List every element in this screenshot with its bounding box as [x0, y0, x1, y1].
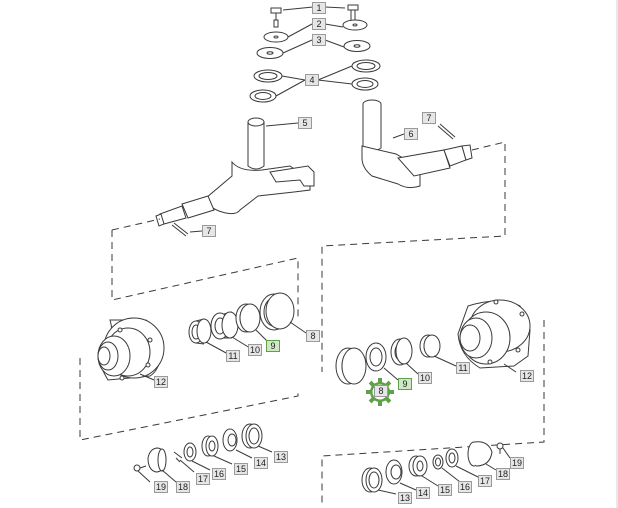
callout-11-left[interactable]: 11 — [226, 350, 240, 362]
bushing-4 — [249, 59, 381, 103]
callout-17-right[interactable]: 17 — [478, 475, 492, 487]
callout-16-right[interactable]: 16 — [458, 481, 472, 493]
callout-4[interactable]: 4 — [305, 74, 319, 86]
spindle-left-5 — [155, 117, 315, 227]
washer-right-15 — [408, 455, 428, 477]
bearing-left-14 — [222, 428, 238, 452]
hub-right-12 — [457, 299, 531, 369]
callout-19-right[interactable]: 19 — [510, 457, 524, 469]
callout-8-left[interactable]: 8 — [306, 330, 320, 342]
callout-9-left[interactable]: 9 — [266, 340, 280, 352]
cotter-right-17 — [445, 448, 459, 468]
castle-nut-left-16 — [183, 442, 197, 462]
callout-12-left[interactable]: 12 — [154, 376, 168, 388]
callout-5[interactable]: 5 — [298, 117, 312, 129]
callout-14-left[interactable]: 14 — [254, 457, 268, 469]
callout-3[interactable]: 3 — [312, 34, 326, 46]
cup-left-11 — [188, 318, 212, 345]
callout-18-left[interactable]: 18 — [176, 481, 190, 493]
bolt-right — [347, 4, 359, 22]
cup-right-11 — [419, 334, 441, 358]
callout-6[interactable]: 6 — [404, 128, 418, 140]
castle-nut-right-16 — [432, 454, 444, 470]
callout-7-right[interactable]: 7 — [422, 112, 436, 124]
dustcap-left-8 — [259, 292, 295, 331]
frame-edge — [616, 0, 618, 508]
callout-13-right[interactable]: 13 — [398, 492, 412, 504]
cotter-pin-17 — [173, 451, 195, 473]
callout-16-left[interactable]: 16 — [212, 468, 226, 480]
callout-2[interactable]: 2 — [312, 18, 326, 30]
callout-10-right[interactable]: 10 — [418, 372, 432, 384]
washer-2 — [263, 19, 368, 43]
hubcap-left-18 — [147, 447, 167, 473]
callout-11-right[interactable]: 11 — [456, 362, 470, 374]
callout-14-right[interactable]: 14 — [416, 487, 430, 499]
bolt-left — [270, 7, 282, 28]
cotter-pin-left — [171, 222, 203, 237]
bearing-right-14 — [385, 459, 403, 485]
callout-9-right[interactable]: 9 — [398, 378, 412, 390]
snap-ring-left-13 — [241, 423, 263, 449]
callout-13-left[interactable]: 13 — [274, 451, 288, 463]
washer-left-15 — [201, 435, 219, 457]
seal-right-9 — [365, 342, 387, 372]
seal-left-9 — [235, 303, 261, 333]
bearing-right-10 — [390, 337, 413, 366]
callout-18-right[interactable]: 18 — [496, 468, 510, 480]
grease-fitting-left — [133, 464, 147, 472]
callout-10-left[interactable]: 10 — [248, 344, 262, 356]
callout-7-left[interactable]: 7 — [202, 225, 216, 237]
callout-17-left[interactable]: 17 — [196, 473, 210, 485]
callout-19-left[interactable]: 19 — [154, 481, 168, 493]
callout-8-right[interactable]: 8 — [374, 385, 388, 397]
spindle-right-6 — [361, 99, 473, 189]
callout-1[interactable]: 1 — [312, 2, 326, 14]
bearing-left-10 — [210, 311, 239, 340]
dustcap-right — [335, 347, 367, 385]
grease-fitting-right — [496, 442, 504, 454]
snap-ring-right-13 — [361, 467, 383, 493]
hub-left-12 — [97, 317, 165, 381]
callout-15-left[interactable]: 15 — [234, 463, 248, 475]
hubcap-right-18 — [467, 441, 493, 467]
callout-12-right[interactable]: 12 — [520, 370, 534, 382]
callout-15-right[interactable]: 15 — [438, 484, 452, 496]
washer-3 — [256, 40, 371, 59]
